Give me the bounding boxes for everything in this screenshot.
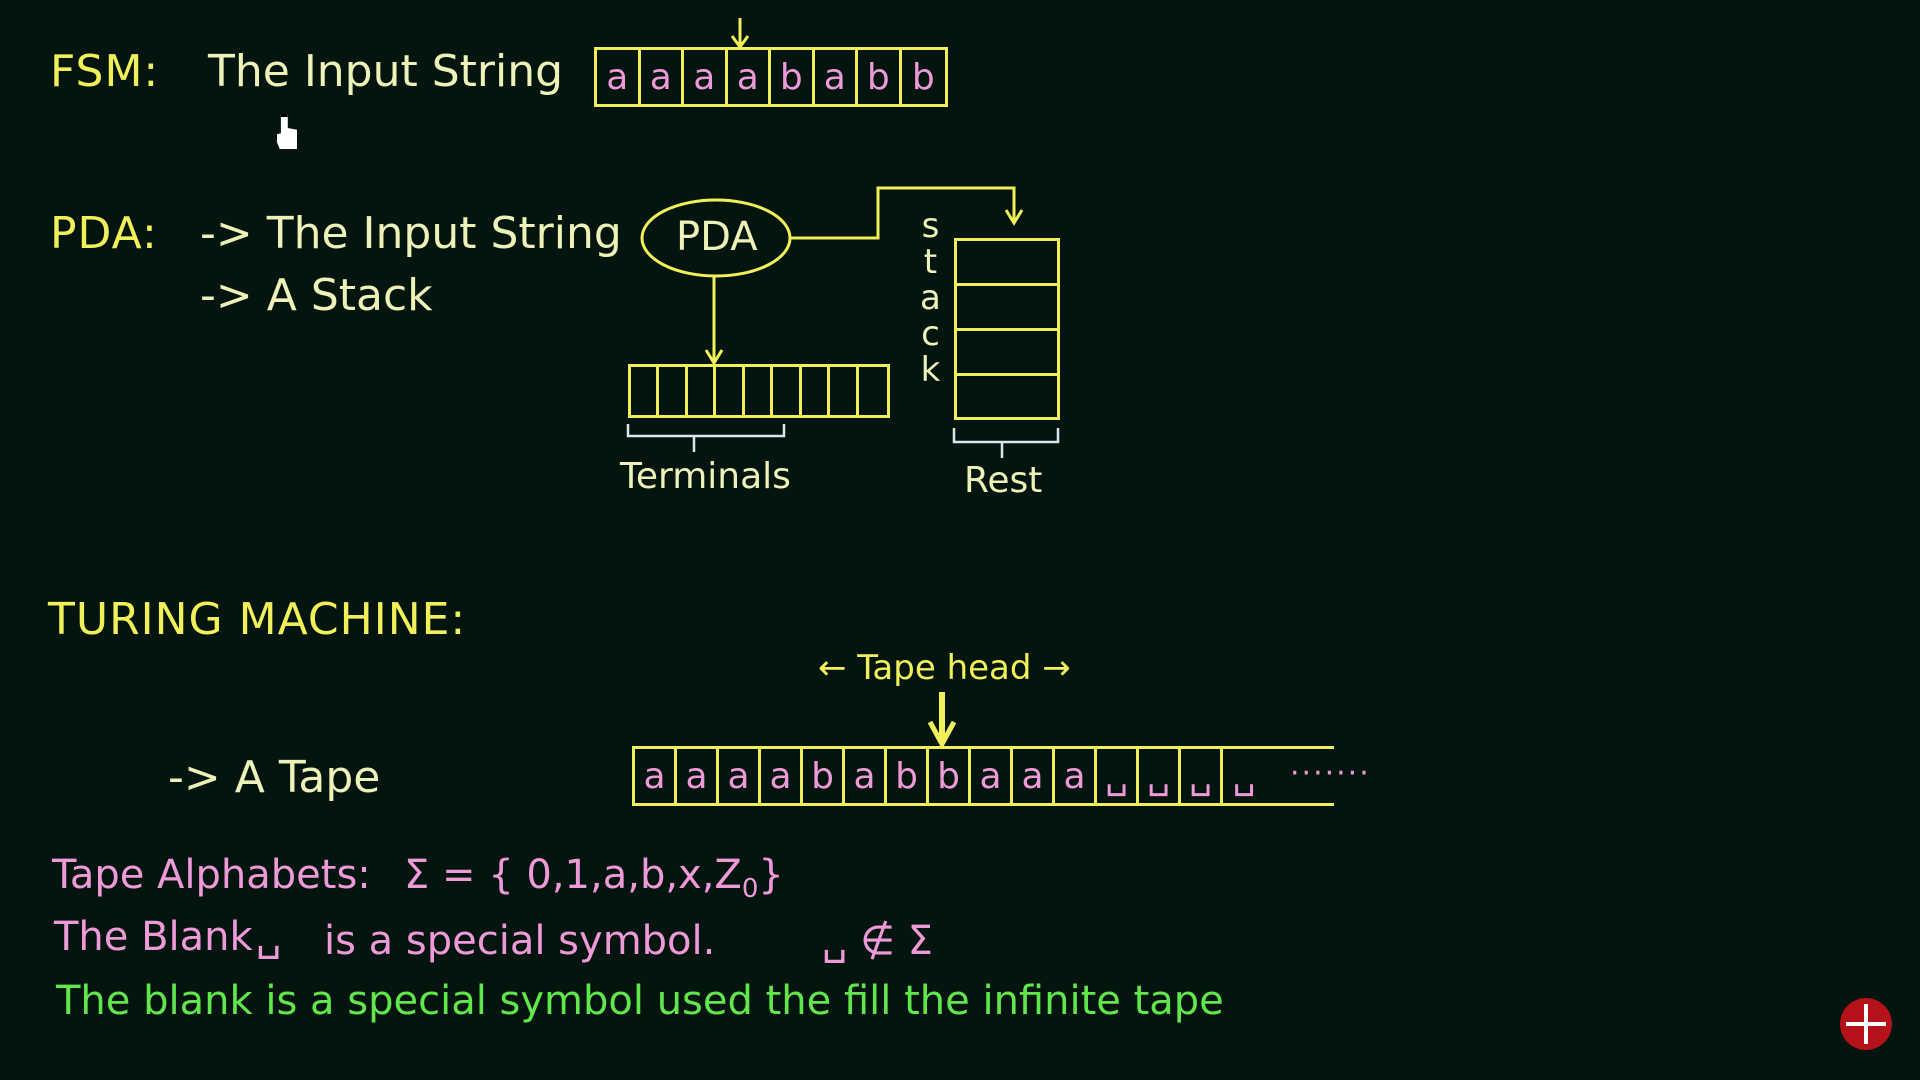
blank-symbol-icon: ␣ (256, 914, 282, 960)
blank-not-in-sigma: ␣ ∉ Σ (822, 918, 933, 964)
tm-tape-cell: ␣ (1097, 749, 1139, 803)
stack (954, 238, 1060, 420)
tm-tape-cell: a (677, 749, 719, 803)
stack-row (957, 328, 1057, 373)
fsm-tape-cell: b (911, 56, 935, 98)
green-note: The blank is a special symbol used the f… (56, 978, 1224, 1024)
alphabet-subscript: 0 (741, 874, 759, 904)
fsm-label: FSM: (50, 46, 160, 97)
rest-label: Rest (964, 460, 1043, 501)
pda-terminal-cell (745, 367, 774, 415)
pda-item-input-string: -> The Input String (200, 208, 622, 259)
fsm-tape-cell: a (641, 50, 684, 104)
tm-tape-cell: b (929, 749, 971, 803)
pda-node (640, 198, 792, 278)
tm-tape-cell: ␣ (1139, 749, 1181, 803)
tape-alphabets-label: Tape Alphabets: (52, 852, 371, 898)
tape-head-label: ← Tape head → (818, 648, 1071, 688)
terminals-brace (626, 424, 786, 438)
stack-row (957, 283, 1057, 328)
pda-terminal-cell (830, 367, 859, 415)
tape-alphabets-value: Σ = { 0,1,a,b,x,Z0} (404, 852, 784, 904)
blank-suffix: is a special symbol. (324, 918, 716, 964)
tm-tape-cell: b (887, 749, 929, 803)
stack-row (957, 373, 1057, 418)
tape-ellipsis: ······· (1290, 756, 1371, 791)
pda-node-label: PDA (676, 214, 758, 260)
terminals-label: Terminals (620, 456, 791, 497)
fsm-input-label: The Input String (208, 46, 564, 97)
stack-letter: s (921, 206, 940, 246)
stack-letter: a (920, 278, 941, 318)
tm-tape-cell: ␣ (1232, 755, 1256, 797)
tm-tape-cell: a (635, 749, 677, 803)
tm-tape-cell: a (761, 749, 803, 803)
channel-logo-icon (1840, 998, 1892, 1050)
fsm-tape-cell: b (771, 50, 815, 104)
stack-letter: k (920, 350, 941, 390)
fsm-tape-cell: a (815, 50, 858, 104)
pda-terminal-cell (688, 367, 717, 415)
pda-label: PDA: (50, 208, 158, 259)
pda-terminal-cell (773, 367, 802, 415)
tm-tape-cell: a (719, 749, 761, 803)
pda-terminal-cell (659, 367, 688, 415)
rest-brace (952, 428, 1060, 444)
tm-tape-cell: a (1013, 749, 1055, 803)
fsm-head-arrowhead (730, 35, 750, 50)
alphabet-set: Σ = { 0,1,a,b,x,Z (404, 852, 742, 898)
pda-terminal-cell (716, 367, 745, 415)
tm-tape-item: -> A Tape (168, 752, 381, 803)
stack-letter: c (921, 314, 940, 354)
pda-to-stack-arrow (790, 186, 1016, 240)
stack-letter: t (923, 242, 938, 282)
fsm-tape-cell: a (684, 50, 728, 104)
tm-tape-cell: a (845, 749, 887, 803)
pda-terminal-cell (631, 367, 660, 415)
tm-tape-cell: a (971, 749, 1013, 803)
tm-tape-cell: ␣ (1181, 749, 1223, 803)
pda-terminal-cell (802, 367, 831, 415)
tm-tape-cell: b (803, 749, 845, 803)
alphabet-close: } (758, 852, 784, 898)
pda-item-stack: -> A Stack (200, 270, 433, 321)
fsm-tape-cell: a (597, 50, 641, 104)
blank-prefix: The Blank (54, 914, 253, 960)
tm-tape-cell: a (1055, 749, 1097, 803)
pda-terminals-tape (628, 364, 890, 418)
turing-machine-label: TURING MACHINE: (48, 594, 467, 645)
fsm-tape-cell: a (728, 50, 771, 104)
stack-row (957, 238, 1057, 283)
fsm-tape-cell: b (858, 50, 902, 104)
